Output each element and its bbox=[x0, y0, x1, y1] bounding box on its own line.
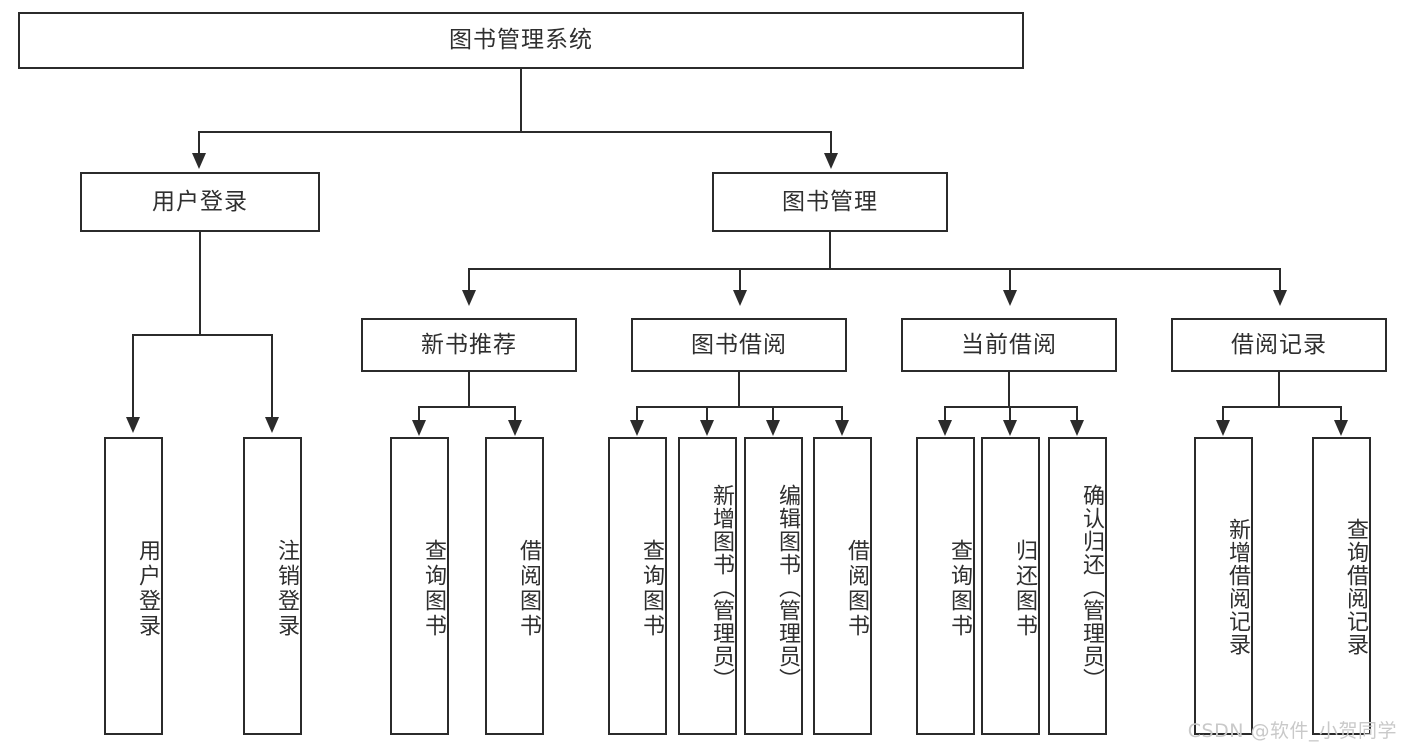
edge-user-login-to-leaf2 bbox=[271, 334, 273, 419]
leaf-confirm-return-label: 确认归还（管理员） bbox=[1079, 483, 1104, 691]
arrow-br-to-leaf2 bbox=[1334, 420, 1348, 436]
arrow-bb-to-leaf4 bbox=[835, 420, 849, 436]
arrow-bm-to-current-borrow bbox=[1003, 290, 1017, 306]
edge-nbr-stem bbox=[468, 372, 470, 408]
node-borrow-record[interactable]: 借阅记录 bbox=[1171, 318, 1387, 372]
leaf-return-book-label: 归还图书 bbox=[1012, 539, 1037, 639]
node-user-login[interactable]: 用户登录 bbox=[80, 172, 320, 232]
arrow-nbr-to-leaf2 bbox=[508, 420, 522, 436]
node-book-manage[interactable]: 图书管理 bbox=[712, 172, 948, 232]
node-book-borrow-label: 图书借阅 bbox=[691, 331, 787, 358]
edge-bb-to-leaf3 bbox=[772, 406, 774, 422]
node-current-borrow-label: 当前借阅 bbox=[961, 331, 1057, 358]
arrow-bb-to-leaf1 bbox=[630, 420, 644, 436]
leaf-borrow-book-1[interactable]: 借阅图书 bbox=[485, 437, 544, 735]
edge-cb-to-leaf2 bbox=[1009, 406, 1011, 422]
edge-cb-to-leaf1 bbox=[944, 406, 946, 422]
leaf-borrow-book-1-label: 借阅图书 bbox=[516, 539, 541, 639]
leaf-query-book-2[interactable]: 查询图书 bbox=[608, 437, 667, 735]
edge-bm-to-new-book-rec bbox=[468, 268, 470, 292]
edge-bb-stem bbox=[738, 372, 740, 408]
edge-nbr-to-leaf1 bbox=[418, 406, 420, 422]
node-book-manage-label: 图书管理 bbox=[782, 188, 878, 215]
edge-br-to-leaf1 bbox=[1222, 406, 1224, 422]
edge-br-stem bbox=[1278, 372, 1280, 408]
edge-user-login-to-leaf1 bbox=[132, 334, 134, 419]
edge-bb-to-leaf4 bbox=[841, 406, 843, 422]
leaf-add-book[interactable]: 新增图书（管理员） bbox=[678, 437, 737, 735]
csdn-watermark: CSDN @软件_小贺同学 bbox=[1187, 720, 1397, 742]
arrow-user-login-to-leaf2 bbox=[265, 417, 279, 433]
node-current-borrow[interactable]: 当前借阅 bbox=[901, 318, 1117, 372]
edge-bm-to-current-borrow bbox=[1009, 268, 1011, 292]
edge-bb-bar bbox=[636, 406, 842, 408]
edge-user-login-bar bbox=[132, 334, 272, 336]
leaf-user-login[interactable]: 用户登录 bbox=[104, 437, 163, 735]
arrow-nbr-to-leaf1 bbox=[412, 420, 426, 436]
leaf-query-book-2-label: 查询图书 bbox=[639, 539, 664, 639]
edge-nbr-bar bbox=[418, 406, 516, 408]
edge-root-stem bbox=[520, 69, 522, 132]
leaf-query-record-label: 查询借阅记录 bbox=[1343, 518, 1368, 656]
node-root-label: 图书管理系统 bbox=[449, 27, 593, 54]
leaf-return-book[interactable]: 归还图书 bbox=[981, 437, 1040, 735]
edge-root-to-user-login bbox=[198, 131, 200, 155]
leaf-query-book-3-label: 查询图书 bbox=[947, 539, 972, 639]
leaf-logout-label: 注销登录 bbox=[274, 539, 299, 639]
edge-nbr-to-leaf2 bbox=[514, 406, 516, 422]
edge-br-to-leaf2 bbox=[1340, 406, 1342, 422]
leaf-confirm-return[interactable]: 确认归还（管理员） bbox=[1048, 437, 1107, 735]
leaf-borrow-book-2-label: 借阅图书 bbox=[844, 539, 869, 639]
edge-bb-to-leaf2 bbox=[706, 406, 708, 422]
leaf-borrow-book-2[interactable]: 借阅图书 bbox=[813, 437, 872, 735]
edge-bb-to-leaf1 bbox=[636, 406, 638, 422]
edge-book-manage-bar bbox=[468, 268, 1280, 270]
leaf-add-book-label: 新增图书（管理员） bbox=[709, 483, 734, 691]
edge-user-login-stem bbox=[199, 232, 201, 336]
node-user-login-label: 用户登录 bbox=[152, 188, 248, 215]
node-new-book-rec-label: 新书推荐 bbox=[421, 331, 517, 358]
arrow-bm-to-new-book-rec bbox=[462, 290, 476, 306]
arrow-cb-to-leaf3 bbox=[1070, 420, 1084, 436]
leaf-query-book-1[interactable]: 查询图书 bbox=[390, 437, 449, 735]
leaf-edit-book[interactable]: 编辑图书（管理员） bbox=[744, 437, 803, 735]
arrow-root-to-user-login bbox=[192, 153, 206, 169]
leaf-logout[interactable]: 注销登录 bbox=[243, 437, 302, 735]
leaf-query-book-3[interactable]: 查询图书 bbox=[916, 437, 975, 735]
leaf-user-login-label: 用户登录 bbox=[135, 539, 160, 639]
node-root[interactable]: 图书管理系统 bbox=[18, 12, 1024, 69]
arrow-root-to-book-manage bbox=[824, 153, 838, 169]
arrow-br-to-leaf1 bbox=[1216, 420, 1230, 436]
edge-root-bar bbox=[198, 131, 832, 133]
edge-bm-to-book-borrow bbox=[739, 268, 741, 292]
edge-root-to-book-manage bbox=[830, 131, 832, 155]
arrow-bm-to-book-borrow bbox=[733, 290, 747, 306]
edge-br-bar bbox=[1222, 406, 1341, 408]
edge-book-manage-stem bbox=[829, 232, 831, 270]
node-book-borrow[interactable]: 图书借阅 bbox=[631, 318, 847, 372]
node-borrow-record-label: 借阅记录 bbox=[1231, 331, 1327, 358]
arrow-cb-to-leaf2 bbox=[1003, 420, 1017, 436]
leaf-add-record-label: 新增借阅记录 bbox=[1225, 518, 1250, 656]
leaf-query-book-1-label: 查询图书 bbox=[421, 539, 446, 639]
arrow-user-login-to-leaf1 bbox=[126, 417, 140, 433]
arrow-bm-to-borrow-record bbox=[1273, 290, 1287, 306]
leaf-edit-book-label: 编辑图书（管理员） bbox=[775, 483, 800, 691]
arrow-cb-to-leaf1 bbox=[938, 420, 952, 436]
node-new-book-rec[interactable]: 新书推荐 bbox=[361, 318, 577, 372]
edge-cb-stem bbox=[1008, 372, 1010, 408]
arrow-bb-to-leaf3 bbox=[766, 420, 780, 436]
edge-bm-to-borrow-record bbox=[1279, 268, 1281, 292]
leaf-query-record[interactable]: 查询借阅记录 bbox=[1312, 437, 1371, 735]
leaf-add-record[interactable]: 新增借阅记录 bbox=[1194, 437, 1253, 735]
arrow-bb-to-leaf2 bbox=[700, 420, 714, 436]
edge-cb-to-leaf3 bbox=[1076, 406, 1078, 422]
